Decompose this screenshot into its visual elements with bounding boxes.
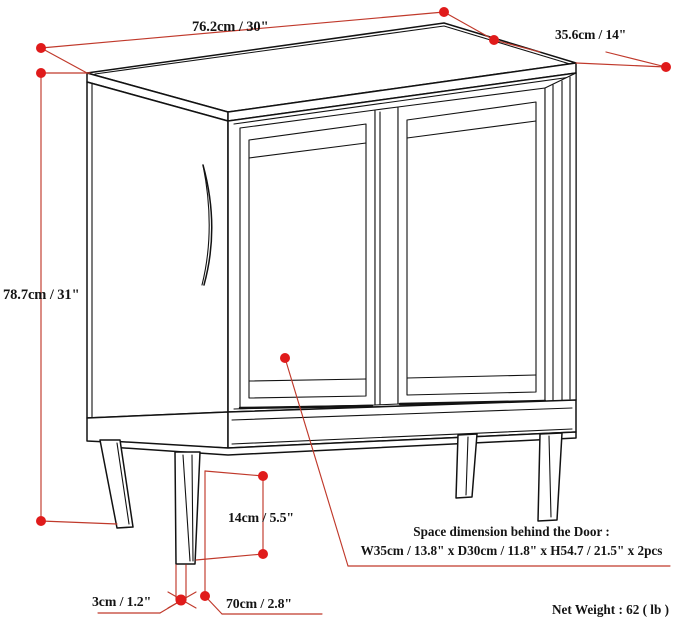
door-right[interactable]	[397, 87, 569, 405]
note-space-dimension: Space dimension behind the Door : W35cm …	[349, 522, 674, 560]
door-center-stile	[374, 106, 399, 406]
cabinet-left-side-panel	[86, 81, 229, 419]
dimension-depth	[489, 35, 671, 72]
note-space-title: Space dimension behind the Door :	[413, 524, 610, 539]
dimension-height	[36, 68, 118, 526]
label-height: 78.7cm / 31"	[3, 287, 80, 303]
cabinet-front-face	[201, 72, 577, 413]
leg-back-left	[99, 439, 134, 529]
note-net-weight: Net Weight : 62 ( lb )	[489, 600, 669, 619]
label-leg-inset: 70cm / 2.8"	[226, 596, 292, 611]
leg-front-left	[174, 451, 201, 565]
dimension-leg-footprint	[97, 470, 323, 615]
label-depth: 35.6cm / 14"	[555, 27, 627, 42]
label-leg-height: 14cm / 5.5"	[228, 510, 294, 525]
leg-front-right	[537, 432, 563, 522]
label-width: 76.2cm / 30"	[192, 19, 269, 35]
door-left[interactable]	[201, 109, 376, 409]
dimension-annotations	[36, 7, 671, 615]
cabinet-right-post	[544, 72, 577, 402]
leg-back-right	[455, 433, 478, 499]
cabinet-illustration	[86, 22, 577, 565]
label-leg-thickness: 3cm / 1.2"	[92, 594, 152, 609]
dimension-width	[36, 7, 495, 74]
net-weight-value: Net Weight : 62 ( lb )	[552, 602, 669, 617]
leader-space-dimension	[280, 353, 671, 567]
handle-cutout-left[interactable]	[201, 164, 213, 286]
note-space-detail: W35cm / 13.8" x D30cm / 11.8" x H54.7 / …	[360, 543, 663, 559]
cabinet-base-rail	[86, 399, 577, 456]
dimension-leg-height	[195, 470, 268, 561]
